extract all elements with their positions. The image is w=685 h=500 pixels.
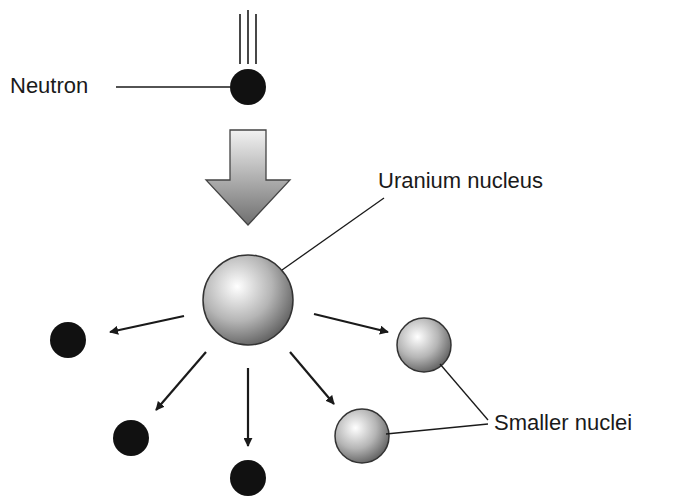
emission-arrow <box>247 368 249 446</box>
motion-line <box>255 14 257 64</box>
released-neutron <box>113 420 149 456</box>
uranium-nucleus <box>203 255 293 345</box>
leader-line <box>116 86 230 87</box>
leader-line <box>386 424 488 434</box>
smaller-nucleus <box>397 318 451 372</box>
smaller-nucleus <box>335 409 389 463</box>
released-neutron <box>230 460 266 496</box>
emission-arrow <box>110 316 184 332</box>
motion-line <box>247 10 249 64</box>
emission-arrow <box>314 314 388 332</box>
motion-line <box>239 14 241 64</box>
part-label: Smaller nuclei <box>494 410 632 436</box>
emission-arrow <box>290 352 334 404</box>
leader-line <box>440 364 488 420</box>
motion-lines <box>240 10 256 64</box>
process-arrow <box>206 130 290 225</box>
part-label: Neutron <box>10 73 88 99</box>
incoming-neutron <box>230 69 266 105</box>
released-neutron <box>50 322 86 358</box>
emission-arrow <box>156 352 206 410</box>
leader-line <box>282 198 384 270</box>
part-label: Uranium nucleus <box>378 168 543 194</box>
